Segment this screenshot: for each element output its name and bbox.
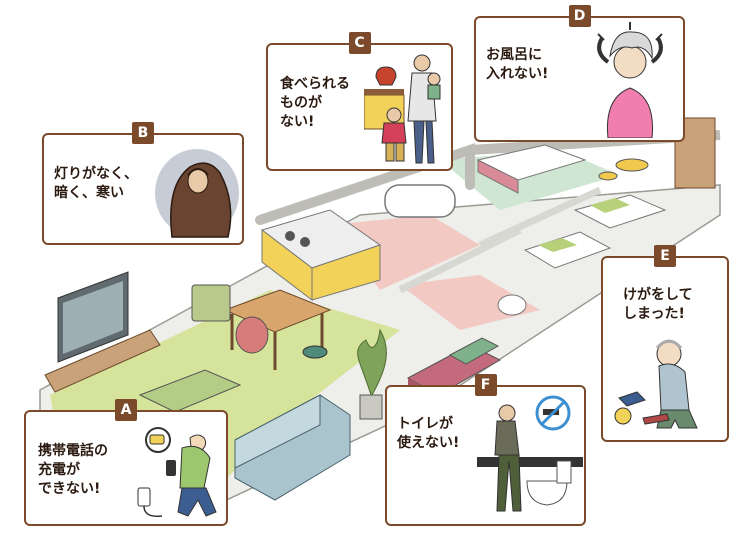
badge-d: D: [568, 5, 591, 27]
caption-c: 食べられる ものが ない!: [280, 76, 350, 130]
card-d: D お風呂に 入れない!: [474, 5, 685, 142]
card-a: A 携帯電話の 充電が できない!: [24, 399, 228, 526]
badge-e: E: [654, 245, 676, 267]
badge-b: B: [132, 122, 154, 144]
caption-f: トイレが 使えない!: [397, 416, 460, 451]
injured-elder-icon: [614, 339, 698, 429]
caption-d: お風呂に 入れない!: [486, 47, 549, 82]
badge-f: F: [474, 374, 497, 396]
no-water-toilet-icon: [477, 395, 583, 512]
mother-children-icon: [364, 54, 441, 164]
badge-c: C: [348, 32, 371, 54]
card-c: C 食べられる ものが ない!: [266, 32, 453, 171]
badge-a: A: [115, 399, 137, 421]
card-b: B 灯りがなく、 暗く、寒い: [42, 122, 244, 245]
card-e: E けがをして しまった!: [601, 245, 729, 442]
caption-b: 灯りがなく、 暗く、寒い: [54, 166, 138, 201]
blanket-person-icon: [155, 149, 239, 238]
caption-e: けがをして しまった!: [623, 287, 693, 322]
caption-a: 携帯電話の 充電が できない!: [38, 443, 108, 497]
dead-battery-icon: [137, 427, 217, 518]
itchy-head-icon: [597, 22, 663, 138]
card-f: F トイレが 使えない!: [385, 374, 586, 526]
